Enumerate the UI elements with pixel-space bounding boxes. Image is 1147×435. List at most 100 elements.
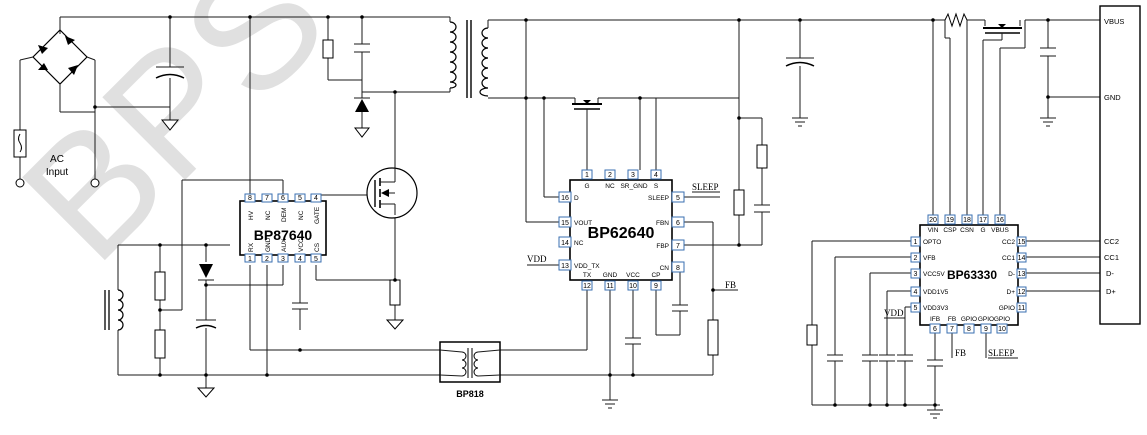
pin-label: CSP <box>943 227 956 234</box>
ground-symbol <box>353 127 371 138</box>
aux-winding <box>104 289 124 331</box>
pin-number: 6 <box>933 326 937 333</box>
pin-label: SR_GND <box>620 183 647 190</box>
vbus-capacitor <box>1040 47 1056 127</box>
pin-label: VFB <box>923 255 936 262</box>
chip-bp87640: BP87640 8 7 6 5 4 HV NC DEM NC GATE 1 2 … <box>239 193 327 263</box>
pin-label: VBUS <box>991 227 1009 234</box>
pin-label: VCC <box>298 238 305 252</box>
fb-divider-resistor <box>707 319 719 356</box>
fb-resistor-2 <box>756 144 768 169</box>
ground-symbol <box>602 399 618 409</box>
pin-label: VCC <box>626 272 640 279</box>
usb-c-connector: VBUS GND CC2 CC1 D- D+ <box>1099 5 1141 325</box>
pin-label: D- <box>1008 271 1015 278</box>
decoupling-capacitors <box>827 354 943 367</box>
pin-label: VDD_TX <box>574 263 600 270</box>
ac-input-label-2: Input <box>46 167 68 178</box>
pin-number: 17 <box>979 217 987 224</box>
pin-number: 16 <box>996 217 1004 224</box>
pin-number: 6 <box>281 195 285 202</box>
vdd-signal-label: VDD <box>527 254 547 264</box>
pin-label: NC <box>605 183 615 190</box>
pin-number: 1 <box>914 239 918 246</box>
ac-input-label-1: AC <box>50 154 64 165</box>
pin-label: NC <box>574 240 584 247</box>
connector-pin-vbus: VBUS <box>1104 17 1124 26</box>
pin-number: 19 <box>946 217 954 224</box>
pin-label: GPIO <box>978 316 994 323</box>
pin-label: CC2 <box>1002 239 1015 246</box>
pin-number: 7 <box>950 326 954 333</box>
chip-bp87640-name: BP87640 <box>254 227 313 243</box>
pin-label: G <box>980 227 985 234</box>
pin-label: GATE <box>314 206 321 224</box>
vdd-signal-label: VDD <box>884 308 904 318</box>
pin-number: 9 <box>984 326 988 333</box>
pin-number: 14 <box>561 240 569 247</box>
connector-pin-dminus: D- <box>1106 269 1114 278</box>
aux-capacitor <box>292 302 308 310</box>
pin-number: 15 <box>561 220 569 227</box>
fb-capacitor <box>754 204 770 213</box>
snubber-diode <box>354 97 370 112</box>
pin-label: S <box>654 183 659 190</box>
pin-label: VDD3V3 <box>923 305 949 312</box>
connector-pin-dplus: D+ <box>1106 287 1116 296</box>
pin-label: VCC5V <box>923 271 945 278</box>
pin-number: 5 <box>914 305 918 312</box>
pin-number: 16 <box>561 195 569 202</box>
primary-wiring <box>19 16 713 388</box>
pin-label: D <box>574 195 579 202</box>
pin-label: RX <box>248 242 255 252</box>
ac-terminal-right <box>90 178 100 188</box>
pin-number: 14 <box>1018 255 1026 262</box>
pin-number: 10 <box>629 283 637 290</box>
pin-number: 4 <box>654 172 658 179</box>
pin-label: IFB <box>930 316 940 323</box>
pin-label: G <box>584 183 589 190</box>
pin-label: GPIO <box>999 305 1015 312</box>
sleep-signal-label: SLEEP <box>692 182 719 192</box>
chip-bp63330-name: BP63330 <box>947 268 997 282</box>
pin-number: 20 <box>929 217 937 224</box>
pin-label: DEM <box>281 208 288 222</box>
pin-label: CC1 <box>1002 255 1015 262</box>
pin-number: 2 <box>914 255 918 262</box>
vbus-mosfet <box>982 20 1022 48</box>
pin-label: GPIO <box>961 316 977 323</box>
primary-mosfet <box>366 167 418 219</box>
chip-bp63330: BP63330 20 19 18 17 16 VIN CSP CSN G VBU… <box>910 214 1027 334</box>
pin-label: CP <box>651 272 660 279</box>
junction-dots <box>93 15 1050 407</box>
pin-number: 7 <box>676 243 680 250</box>
aux-diode <box>198 264 214 281</box>
sync-rectifier-mosfet <box>572 98 602 112</box>
pin-label: FBN <box>656 220 669 227</box>
pin-label: FB <box>948 316 956 323</box>
pin-label: GND <box>265 237 272 252</box>
connector-pin-gnd: GND <box>1104 93 1121 102</box>
pin-number: 8 <box>967 326 971 333</box>
pin-number: 3 <box>631 172 635 179</box>
pin-label: CSN <box>960 227 974 234</box>
fuse <box>13 129 27 158</box>
pin-number: 5 <box>298 195 302 202</box>
pin-label: NC <box>265 210 272 220</box>
pd-wiring <box>811 12 1100 410</box>
fb-signal-label: FB <box>725 280 736 290</box>
pin-number: 7 <box>265 195 269 202</box>
pin-number: 13 <box>561 263 569 270</box>
ground-symbol <box>927 409 943 419</box>
pin-label: GPIO <box>994 316 1010 323</box>
coupler-bp818: BP818 <box>439 341 501 399</box>
pin-label: AUX <box>281 238 288 252</box>
pin-number: 1 <box>248 256 252 263</box>
pin-label: CN <box>660 265 670 272</box>
pin-label: TX <box>583 272 592 279</box>
pin-number: 18 <box>963 217 971 224</box>
pin-number: 4 <box>914 289 918 296</box>
fb-signal-label: FB <box>955 348 966 358</box>
vcc-capacitor-62640 <box>625 337 641 345</box>
pin-number: 8 <box>676 265 680 272</box>
